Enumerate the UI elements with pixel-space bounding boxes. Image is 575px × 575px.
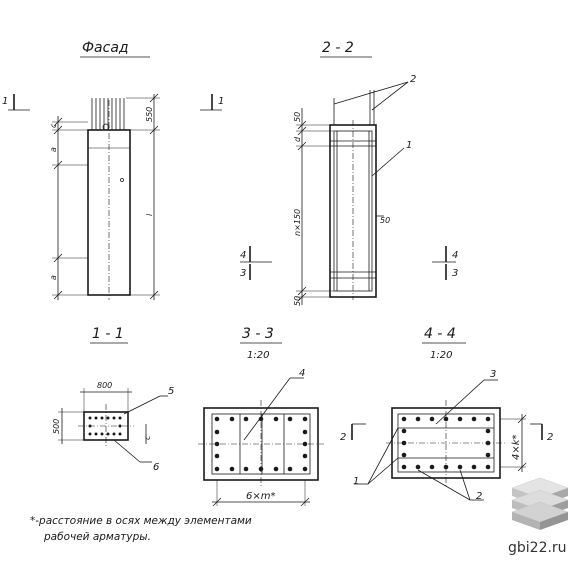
dim-c: c [49, 123, 58, 128]
leader-5-label: 5 [168, 386, 174, 397]
leader-2-top-label: 2 [410, 74, 416, 85]
dim-n150: n×150 [293, 209, 302, 236]
dim-800: 800 [97, 381, 112, 390]
section-marker-1-left: 1 [2, 94, 30, 111]
dim-c-11: c [143, 435, 152, 440]
dim-l: l [145, 213, 154, 216]
dim-50-bottom: 50 [293, 296, 302, 306]
marker-4-right-label: 4 [452, 250, 458, 261]
marker-3-left-label: 3 [240, 268, 246, 279]
dim-4xk: 4×k* [511, 434, 522, 460]
dim-a-top: a [49, 147, 58, 152]
section-4-4-view: 3 1 2 4×k* 2 2 [340, 369, 553, 502]
leader-2-top-a [333, 81, 409, 105]
dim-4xk-tick-top [517, 414, 527, 424]
marker-3-right-label: 3 [452, 268, 458, 279]
leader-1-side-label: 1 [406, 140, 412, 151]
scale-4-4: 1:20 [430, 350, 452, 361]
section-3-3-bars [214, 416, 308, 472]
footnote-line-2: рабочей арматуры. [43, 531, 151, 543]
view-titles: Фасад 2 - 2 1 - 1 3 - 3 1:20 4 - 4 1:20 [80, 40, 466, 361]
protruding-bars [91, 98, 125, 131]
column-mark [120, 178, 124, 182]
marker-1-left-label: 1 [2, 96, 8, 107]
dim-6xm-tick-left [212, 497, 222, 507]
dim-500: 500 [52, 419, 61, 434]
section-1-1-view: 800 500 c 5 6 [52, 381, 174, 473]
section-2-2-view: 2 50 1 50 d n× [240, 74, 458, 306]
marker-2-left-label: 2 [340, 432, 346, 443]
title-facade: Фасад [82, 40, 129, 56]
leader-1-bottom-b [367, 457, 399, 485]
dim-6xm: 6×m* [246, 491, 275, 502]
marker-2-right-label: 2 [547, 432, 553, 443]
title-section-1-1: 1 - 1 [92, 326, 124, 342]
section-marker-2-right: 2 [530, 423, 553, 443]
leader-3 [435, 379, 485, 425]
leader-1-bottom-label: 1 [353, 476, 359, 487]
leader-1-bottom-a [367, 427, 399, 485]
facade-view: 1 550 l [2, 93, 224, 300]
leader-2-bottom-a [417, 469, 471, 501]
watermark-text: gbi22.ru [508, 540, 567, 556]
watermark: gbi22.ru [508, 477, 569, 556]
marker-4-left-label: 4 [240, 250, 246, 261]
leader-2-bottom-b [459, 469, 471, 501]
leader-5 [123, 395, 161, 415]
title-section-3-3: 3 - 3 [242, 326, 274, 342]
dim-d: d [293, 136, 302, 142]
section-2-2-left-dims: 50 d n×150 50 [293, 108, 334, 306]
dim-50-right: 50 [380, 216, 390, 225]
section-marker-2-left: 2 [340, 423, 366, 443]
dim-4xk-tick-bottom [517, 462, 527, 472]
footnote-line-1: *-расстояние в осях между элементами [30, 515, 252, 527]
section-4-4-bars [401, 416, 491, 470]
facade-left-dims: c a a [49, 116, 88, 300]
title-section-2-2: 2 - 2 [322, 40, 354, 56]
section-marker-4-3-left: 4 3 [240, 246, 272, 280]
dim-6xm-tick-right [300, 497, 310, 507]
leader-6 [113, 439, 141, 463]
leader-4 [243, 377, 291, 441]
leader-2-top-b [371, 81, 409, 111]
section-marker-1-right: 1 [200, 94, 224, 111]
leader-3-label: 3 [490, 369, 496, 380]
marker-1-right-label: 1 [218, 96, 224, 107]
facade-right-dims: 550 l [126, 93, 160, 300]
leader-2-bottom-label: 2 [476, 491, 482, 502]
leader-4-label: 4 [299, 368, 305, 379]
dim-50-top: 50 [293, 112, 302, 122]
scale-3-3: 1:20 [247, 350, 269, 361]
footnote: *-расстояние в осях между элементами раб… [30, 515, 252, 543]
leader-6-label: 6 [153, 462, 159, 473]
section-3-3-view: 4 6×m* [198, 368, 324, 507]
dim-550: 550 [145, 107, 154, 122]
dim-a-bottom: a [49, 275, 58, 280]
title-section-4-4: 4 - 4 [424, 326, 456, 342]
section-marker-4-3-right: 4 3 [432, 246, 458, 280]
leader-1-side [371, 147, 405, 177]
watermark-logo-icon [511, 477, 569, 530]
